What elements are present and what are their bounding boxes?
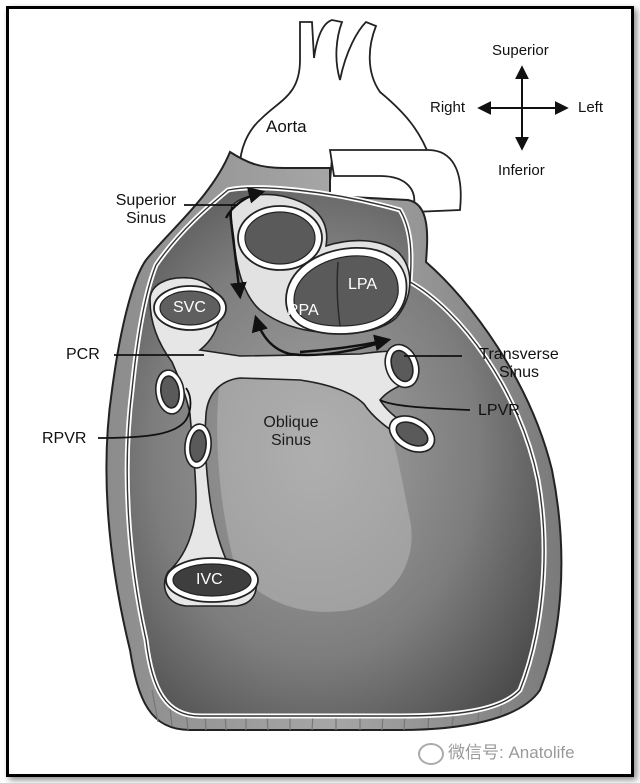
label-pcr: PCR	[66, 346, 100, 363]
label-oblique-sinus: Oblique Sinus	[246, 414, 336, 450]
sinus-arrows	[224, 187, 392, 357]
compass-left: Left	[578, 99, 604, 116]
label-rpvr: RPVR	[42, 430, 87, 447]
aorta-vessels	[238, 19, 462, 213]
label-oblique-sinus-line2: Sinus	[270, 432, 312, 449]
label-transverse-sinus-line1: Transverse	[479, 346, 559, 363]
watermark: 微信号: Anatolife	[418, 738, 575, 765]
label-transverse-sinus: Transverse Sinus	[464, 346, 574, 382]
wechat-icon	[418, 742, 444, 765]
compass-superior: Superior	[492, 42, 549, 59]
label-lpvr: LPVR	[478, 402, 520, 419]
label-lpa: LPA	[348, 276, 378, 293]
label-leaders	[97, 204, 471, 439]
label-superior-sinus: Superior Sinus	[108, 192, 184, 228]
label-aorta: Aorta	[266, 117, 307, 136]
label-transverse-sinus-line2: Sinus	[498, 364, 540, 381]
label-svc: SVC	[173, 299, 206, 316]
oblique-sinus-region	[217, 365, 412, 612]
compass-right: Right	[430, 99, 466, 116]
label-rpa: RPA	[287, 302, 319, 319]
watermark-text: 微信号: Anatolife	[448, 743, 575, 762]
compass-inferior: Inferior	[498, 162, 545, 179]
orientation-compass	[477, 65, 569, 151]
venous-reflection	[149, 276, 432, 607]
label-oblique-sinus-line1: Oblique	[263, 414, 319, 431]
label-ivc: IVC	[196, 571, 223, 588]
label-superior-sinus-line2: Sinus	[125, 210, 167, 227]
label-superior-sinus-line1: Superior	[115, 192, 177, 209]
